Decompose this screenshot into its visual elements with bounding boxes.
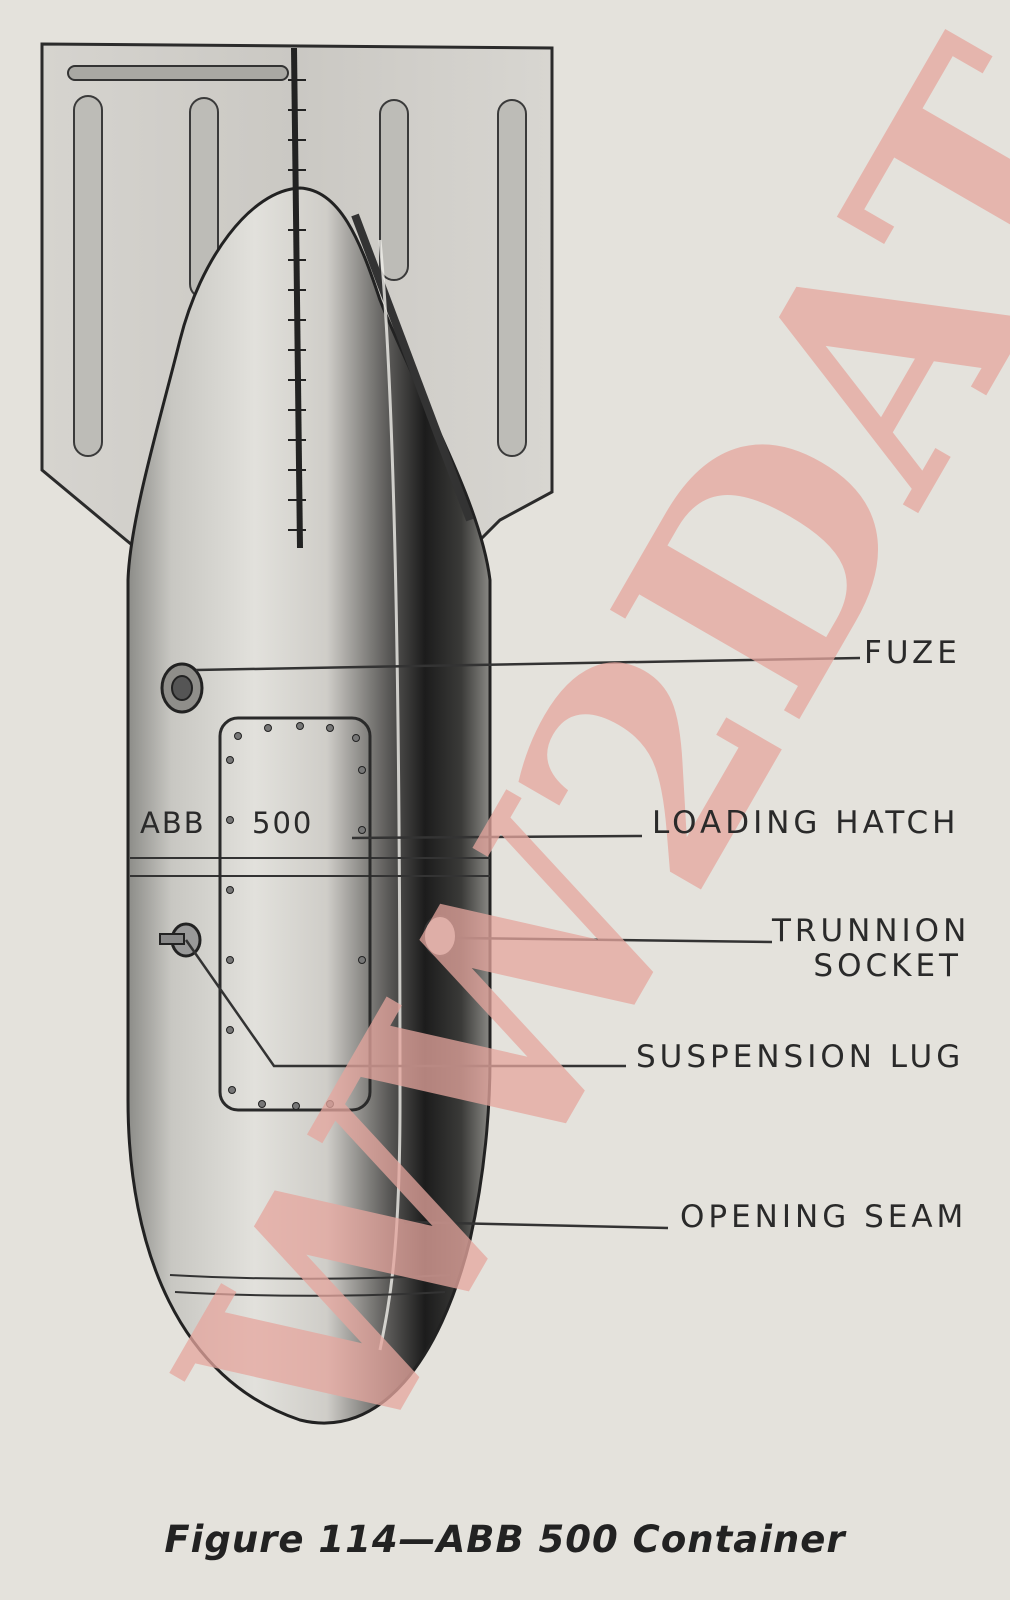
callout-suspension-lug-label: SUSPENSION LUG	[636, 1039, 965, 1075]
hatch-rivets	[226, 722, 366, 1110]
callout-trunnion-socket: TRUNNION SOCKET	[772, 913, 971, 984]
opening-seam-line	[378, 239, 402, 1351]
loading-hatch-panel	[218, 716, 372, 1112]
callout-opening-seam-label: OPENING SEAM	[680, 1199, 968, 1235]
fuze-icon	[160, 662, 204, 714]
body-marking-abb: ABB	[140, 806, 206, 840]
callout-loading-hatch: LOADING HATCH	[652, 806, 960, 841]
leader-lines	[184, 656, 861, 1230]
fin-rail	[67, 65, 289, 81]
callout-suspension-lug: SUSPENSION LUG	[636, 1040, 964, 1075]
trunnion-socket-icon	[423, 915, 457, 957]
callout-trunnion-label: TRUNNION	[772, 913, 971, 949]
callout-fuze: FUZE	[864, 636, 961, 671]
body-marking-500: 500	[252, 806, 314, 840]
callout-opening-seam: OPENING SEAM	[680, 1200, 967, 1235]
figure-caption: Figure 114—ABB 500 Container	[164, 1518, 846, 1561]
fin-slot	[497, 99, 527, 457]
callout-loading-hatch-label: LOADING HATCH	[652, 805, 960, 841]
fin-slot	[73, 95, 103, 457]
callout-fuze-label: FUZE	[864, 635, 961, 671]
spine-ladder	[288, 79, 306, 531]
fin-slot	[379, 99, 409, 281]
callout-socket-label: SOCKET	[813, 948, 962, 984]
